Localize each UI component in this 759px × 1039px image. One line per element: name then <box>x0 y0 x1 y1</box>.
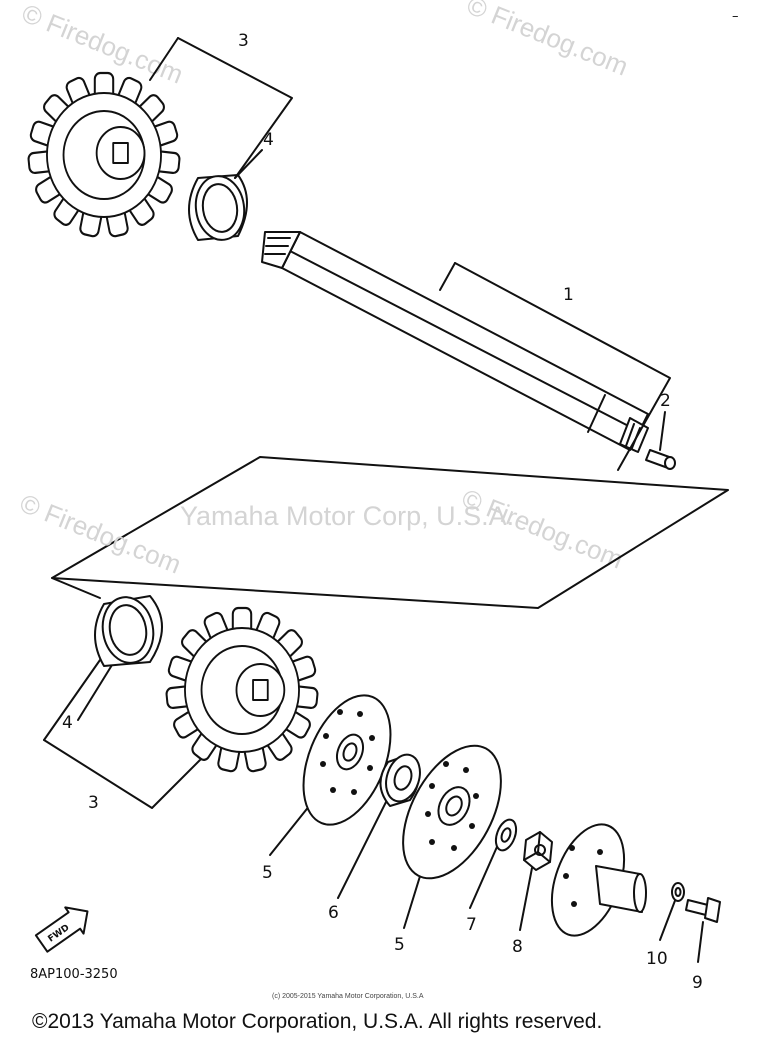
bolt <box>685 897 721 923</box>
watermark-top-right: © Firedog.com <box>463 0 633 82</box>
label-washer: 7 <box>466 915 477 935</box>
label-plate-b: 5 <box>394 935 405 955</box>
label-shaft: 1 <box>563 285 574 305</box>
corner-mark: – <box>732 9 739 24</box>
sprocket-top-bore <box>112 142 129 164</box>
bearing <box>379 753 421 807</box>
label-bushing-bottom: 4 <box>62 713 73 733</box>
label-bolt-small: 2 <box>660 391 671 411</box>
sprocket-bottom <box>164 606 320 774</box>
copyright-notice: ©2013 Yamaha Motor Corporation, U.S.A. A… <box>32 1010 602 1033</box>
label-bolt: 9 <box>692 973 703 993</box>
diagram-code: 8AP100-3250 <box>30 967 118 982</box>
label-sprocket-bottom: 3 <box>88 793 99 813</box>
plate-b <box>402 744 502 880</box>
bolt-small <box>645 449 676 470</box>
hub-flange <box>550 823 647 937</box>
lock-washer <box>671 882 685 902</box>
watermark-center: Yamaha Motor Corp, U.S.A. <box>180 501 514 531</box>
forward-direction-badge: FWD <box>34 906 89 953</box>
plate-a <box>302 694 392 826</box>
label-bearing: 6 <box>328 903 339 923</box>
label-lock-washer: 10 <box>646 949 668 969</box>
nut <box>523 831 553 871</box>
watermark-mid-left: © Firedog.com <box>16 488 186 580</box>
label-nut: 8 <box>512 937 523 957</box>
fine-print: (c) 2005-2015 Yamaha Motor Corporation, … <box>272 993 424 1000</box>
part-labels: 3 4 1 2 4 3 5 6 5 7 8 10 9 <box>62 31 703 993</box>
label-bushing-top: 4 <box>263 130 274 150</box>
label-plate-a: 5 <box>262 863 273 883</box>
bushing-bottom <box>94 595 163 667</box>
drive-shaft <box>261 231 649 453</box>
label-sprocket-top: 3 <box>238 31 249 51</box>
bushing-top <box>188 174 248 241</box>
washer <box>494 818 518 852</box>
forward-arrow-icon <box>34 906 89 953</box>
sprocket-top <box>26 71 182 239</box>
